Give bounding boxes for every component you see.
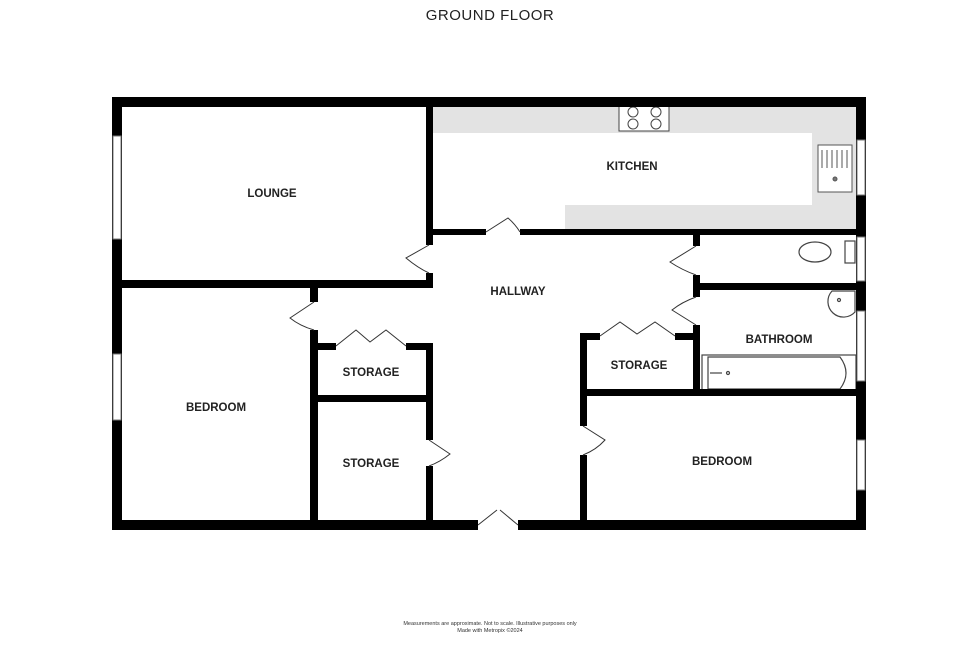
door-storage-lower [428,439,451,467]
window [112,353,122,421]
windows [112,135,866,491]
window [112,135,122,240]
kitchen-sink-icon [817,144,853,193]
bathtub-icon [701,354,857,392]
floor-title: GROUND FLOOR [425,7,555,24]
room-label-bedroom-left: BEDROOM [186,402,246,414]
room-label-storage-right: STORAGE [611,360,668,372]
footer-disclaimer: Measurements are approximate. Not to sca… [403,621,577,627]
window [856,310,866,382]
room-label-bedroom-right: BEDROOM [692,456,752,468]
basin-icon [827,290,856,318]
door-storage-right [599,321,676,337]
doors [289,217,697,526]
room-label-storage-lower: STORAGE [343,458,400,470]
room-label-kitchen: KITCHEN [606,161,657,173]
hob-icon [618,104,670,132]
door-bedroom-right [582,425,606,456]
door-kitchen [485,217,521,233]
window [856,139,866,196]
toilet-icon [798,240,856,264]
door-lounge [405,244,430,274]
room-label-bathroom: BATHROOM [746,334,813,346]
walls [112,97,866,530]
door-storage-upper [335,329,407,347]
door-front [477,509,519,526]
footer-credit: Made with Metropix ©2024 [457,628,523,634]
room-label-hallway: HALLWAY [490,286,545,298]
door-wc [669,245,697,276]
window [856,439,866,491]
room-label-storage-upper: STORAGE [343,367,400,379]
door-bathroom [671,296,697,326]
room-label-lounge: LOUNGE [247,188,297,200]
window [856,236,866,282]
door-bedroom-left [289,301,315,331]
